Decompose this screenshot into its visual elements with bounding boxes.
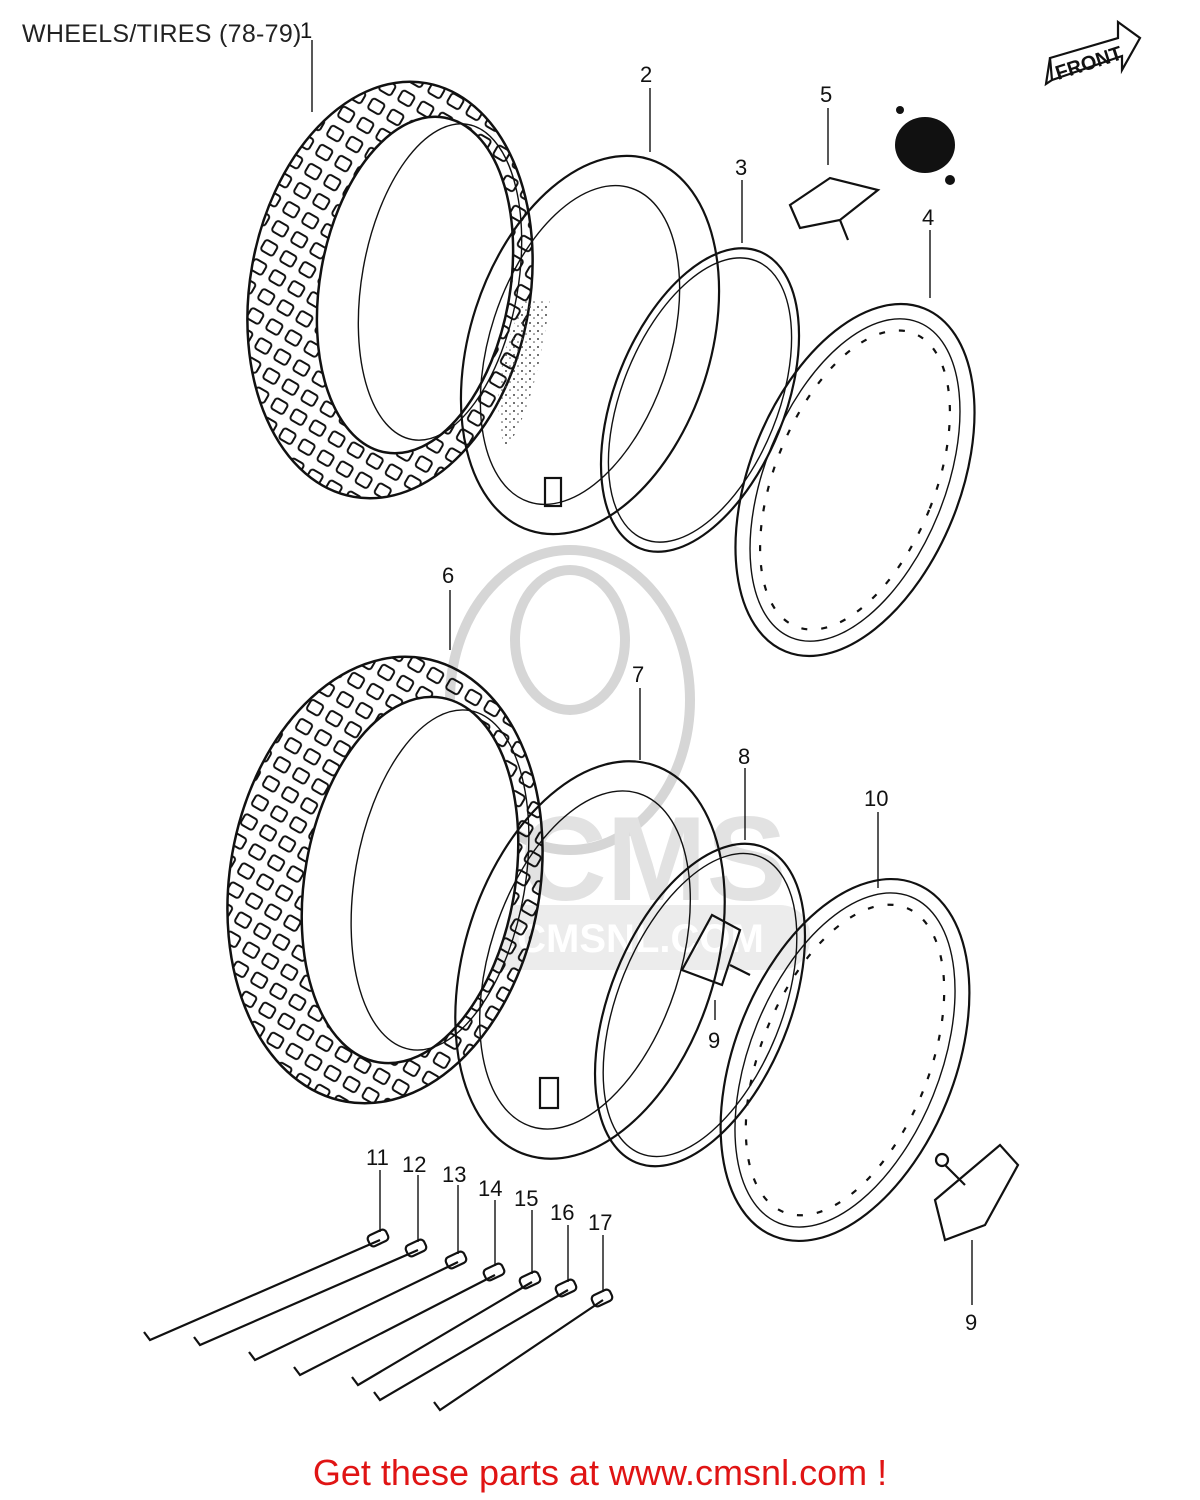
callout-4: 4 [922,205,934,230]
callout-14: 14 [478,1176,502,1201]
rear-rim-lock-upper [680,913,751,987]
front-label: FRONT [1053,43,1125,85]
callout-13: 13 [442,1162,466,1187]
front-inner-tube [459,154,721,536]
front-tire [246,80,534,500]
rear-inner-tube [454,760,726,1160]
front-rim-band [599,247,801,553]
rear-rim-band [593,842,807,1168]
front-rim-lock [788,176,881,241]
callout-5: 5 [820,82,832,107]
front-rim [734,302,976,658]
callout-3: 3 [735,155,747,180]
callout-11: 11 [366,1145,389,1170]
ink-blot [895,106,955,185]
callout-17: 17 [588,1210,612,1235]
callout-15: 15 [514,1186,538,1211]
page-title: WHEELS/TIRES (78-79) [22,20,302,48]
callout-1: 1 [300,18,312,43]
callout-16: 16 [550,1200,574,1225]
front-direction-marker: FRONT [1044,19,1142,87]
callout-9-upper: 9 [708,1028,720,1053]
callout-2: 2 [640,62,652,87]
callout-8: 8 [738,744,750,769]
rear-tire [226,655,544,1105]
callout-7: 7 [632,662,644,687]
callout-12: 12 [402,1152,426,1177]
footer-shop-link[interactable]: Get these parts at www.cmsnl.com ! [312,1452,888,1493]
spokes-group [143,1228,614,1412]
rear-rim-lock-lower [933,1143,1020,1242]
callout-6: 6 [442,563,454,588]
rear-rim [719,877,971,1243]
callout-9-lower: 9 [965,1310,977,1335]
callout-10: 10 [864,786,888,811]
leader-lines [311,40,973,1305]
